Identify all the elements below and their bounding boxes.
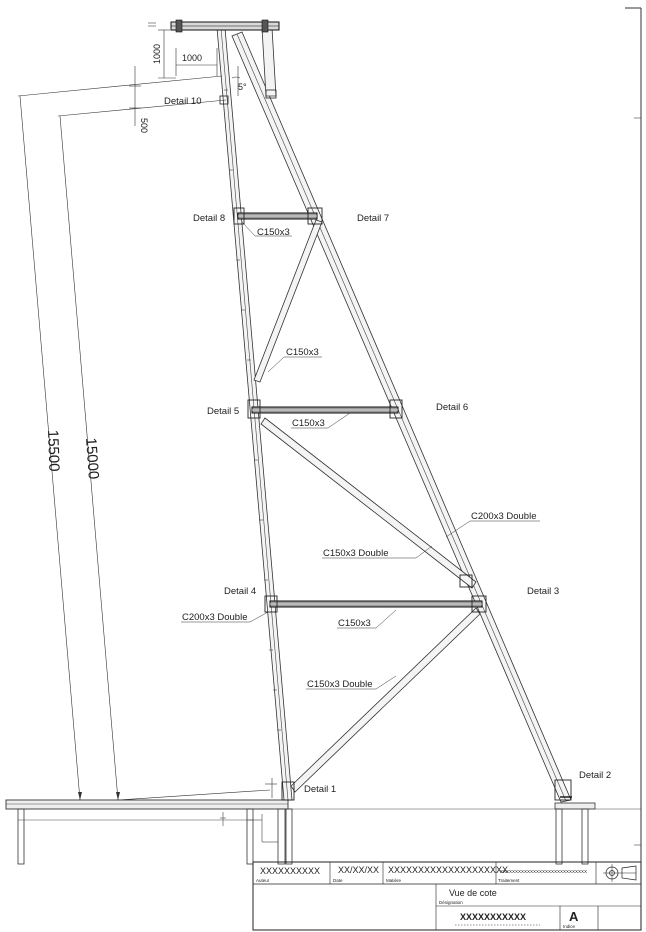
dim-top-width: 1000 [182,53,202,63]
profile-label: C200x3 Double [471,511,537,522]
title-drawing-number: XXXXXXXXXXX [460,912,526,922]
profile-labels: C150x3 C150x3 C150x3 C200x3 Double C150x… [182,227,537,690]
title-date: XX/XX/XX [338,865,379,875]
dimension-lines [17,29,277,801]
label-detail-3: Detail 3 [527,586,559,597]
foundation-posts [17,808,589,865]
projection-symbol-icon [603,864,637,882]
label-detail-6: Detail 6 [436,402,468,413]
dim-angle: 5° [238,82,247,92]
title-designation-label: Désignation [439,900,463,905]
label-detail-4: Detail 4 [224,586,256,597]
dim-height-outer: 15500 [44,430,62,472]
profile-label: C200x3 Double [182,612,248,623]
title-date-label: Date [333,878,343,883]
label-detail-10: Detail 10 [164,96,202,107]
leg-ticks [224,89,281,731]
tower-structure [148,19,572,803]
profile-label: C150x3 [286,347,319,358]
detail-labels: Detail 10 Detail 8 Detail 7 Detail 5 Det… [164,96,611,795]
profile-label: C150x3 [338,618,371,629]
diagonal-lower [290,607,481,793]
title-index-label: Indice [563,924,576,929]
title-material-label: Matière [386,878,402,883]
title-treatment-label: Traitement [498,878,520,883]
diagonal-middle [260,417,477,589]
title-block: XXXXXXXXXX Auteur XX/XX/XX Date XXXXXXXX… [252,861,642,931]
label-detail-7: Detail 7 [357,213,389,224]
connection-nodes [219,89,572,801]
title-designation: Vue de cote [449,888,497,898]
top-cap [148,19,280,33]
dimension-texts: 15500 15000 1000 1000 500 5° [44,44,247,480]
profile-label: C150x3 [292,418,325,429]
leader-lines [181,221,540,690]
label-detail-1: Detail 1 [304,784,336,795]
title-author-label: Auteur [256,878,270,883]
dim-height-inner: 15000 [82,437,102,480]
label-detail-8: Detail 8 [193,213,225,224]
dim-top-height: 1000 [152,44,162,64]
title-index: A [569,909,579,924]
dim-offset: 500 [139,118,149,133]
profile-label: C150x3 Double [307,679,373,690]
title-author: XXXXXXXXXX [260,866,320,876]
label-detail-5: Detail 5 [207,406,239,417]
label-detail-2: Detail 2 [579,770,611,781]
title-treatment: XXXXXXXXXXXXXXXXXXXXXXXXXXXXX [500,869,587,874]
title-material: XXXXXXXXXXXXXXXXXXXX [388,865,508,875]
profile-label: C150x3 [257,227,290,238]
ground-slab [5,799,641,821]
horizontal-beams [237,212,483,608]
profile-label: C150x3 Double [323,548,389,559]
